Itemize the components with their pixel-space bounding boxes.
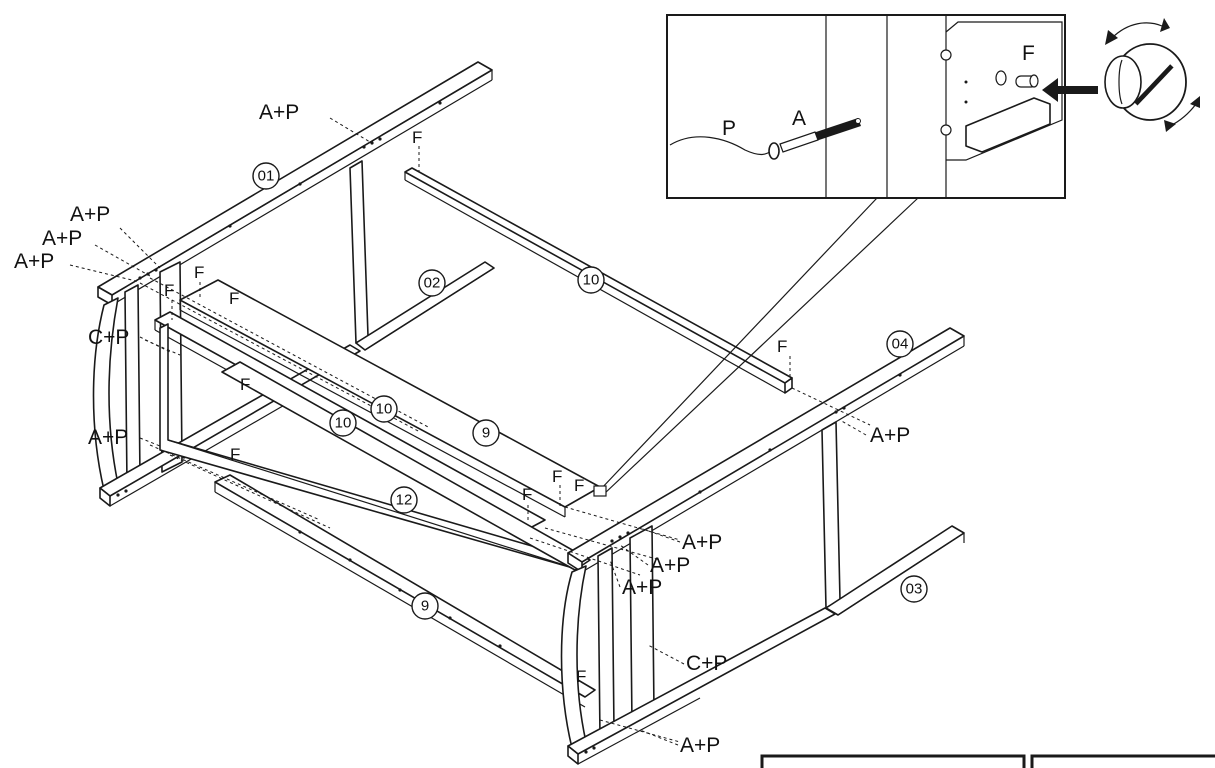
- label-f-9: F: [574, 476, 584, 495]
- inset-leader-lines: [593, 197, 919, 497]
- label-f-6: F: [240, 375, 250, 394]
- label-leaders: [139, 336, 867, 746]
- rail-03: [825, 525, 965, 616]
- label-f-11: F: [576, 667, 586, 686]
- label-f-1: F: [412, 128, 422, 147]
- part-number-9-top: 9: [472, 419, 500, 447]
- part-number-10-top: 10: [577, 266, 605, 294]
- part-10-mid-text: 10: [376, 401, 393, 418]
- part-number-02: 02: [418, 269, 446, 297]
- label-f-2: F: [194, 263, 204, 282]
- label-ap-6: A+P: [870, 424, 910, 447]
- left-end-frame: [92, 61, 495, 507]
- part-01-text: 01: [258, 168, 275, 185]
- rail-01: [97, 61, 493, 296]
- label-f-5: F: [777, 337, 787, 356]
- label-f-10: F: [522, 485, 532, 504]
- part-10-low-text: 10: [335, 415, 352, 432]
- label-f-7: F: [230, 445, 240, 464]
- part-number-03: 03: [900, 575, 928, 603]
- label-ap-1: A+P: [259, 101, 299, 124]
- label-f-8: F: [552, 467, 562, 486]
- label-f-3: F: [164, 281, 174, 300]
- part-12-text: 12: [396, 492, 413, 509]
- label-cp-1: C+P: [88, 326, 129, 349]
- label-ap-4: A+P: [14, 250, 54, 273]
- inset-label-a: A: [792, 107, 806, 130]
- post-back-left: [349, 160, 369, 344]
- label-ap-3: A+P: [42, 227, 82, 250]
- label-cp-2: C+P: [686, 652, 727, 675]
- detail-inset: [666, 14, 1098, 199]
- leg-right-front: [560, 565, 587, 749]
- label-ap-7: A+P: [682, 531, 722, 554]
- part-04-text: 04: [892, 336, 909, 353]
- inset-label-f: F: [1022, 42, 1035, 65]
- insert-arrow-icon: [1042, 78, 1098, 102]
- post-front-right: [821, 421, 841, 609]
- part-03-text: 03: [906, 581, 923, 598]
- part-number-01: 01: [252, 162, 280, 190]
- part-number-10-mid: 10: [370, 395, 398, 423]
- part-numbers: 01 02 10 04 10 10 9 12: [252, 162, 928, 620]
- dowel-f: [1015, 74, 1039, 88]
- part-9-bottom-text: 9: [421, 598, 429, 615]
- next-step-boxes: [760, 754, 1215, 768]
- label-ap-10: A+P: [680, 734, 720, 757]
- part-10-top-text: 10: [583, 272, 600, 289]
- rotation-arrows-icon: [1105, 18, 1200, 132]
- stretcher-9-bottom: [214, 474, 596, 698]
- inset-label-p: P: [722, 117, 736, 140]
- hardware-labels: A+P A+P A+P A+P C+P A+P A+P A+P A+P A+P …: [14, 42, 1035, 757]
- part-number-12: 12: [390, 486, 418, 514]
- label-ap-9: A+P: [622, 576, 662, 599]
- label-ap-5: A+P: [88, 426, 128, 449]
- cam-lock-icon: [1104, 43, 1187, 121]
- label-ap-2: A+P: [70, 203, 110, 226]
- right-end-frame: [560, 327, 965, 765]
- part-9-top-text: 9: [482, 425, 490, 442]
- part-number-9-bottom: 9: [411, 592, 439, 620]
- part-02-text: 02: [424, 275, 441, 292]
- bolt-p: [669, 136, 773, 156]
- label-f-4: F: [229, 289, 239, 308]
- part-number-04: 04: [886, 330, 914, 358]
- label-ap-8: A+P: [650, 554, 690, 577]
- part-number-10-low: 10: [329, 409, 357, 437]
